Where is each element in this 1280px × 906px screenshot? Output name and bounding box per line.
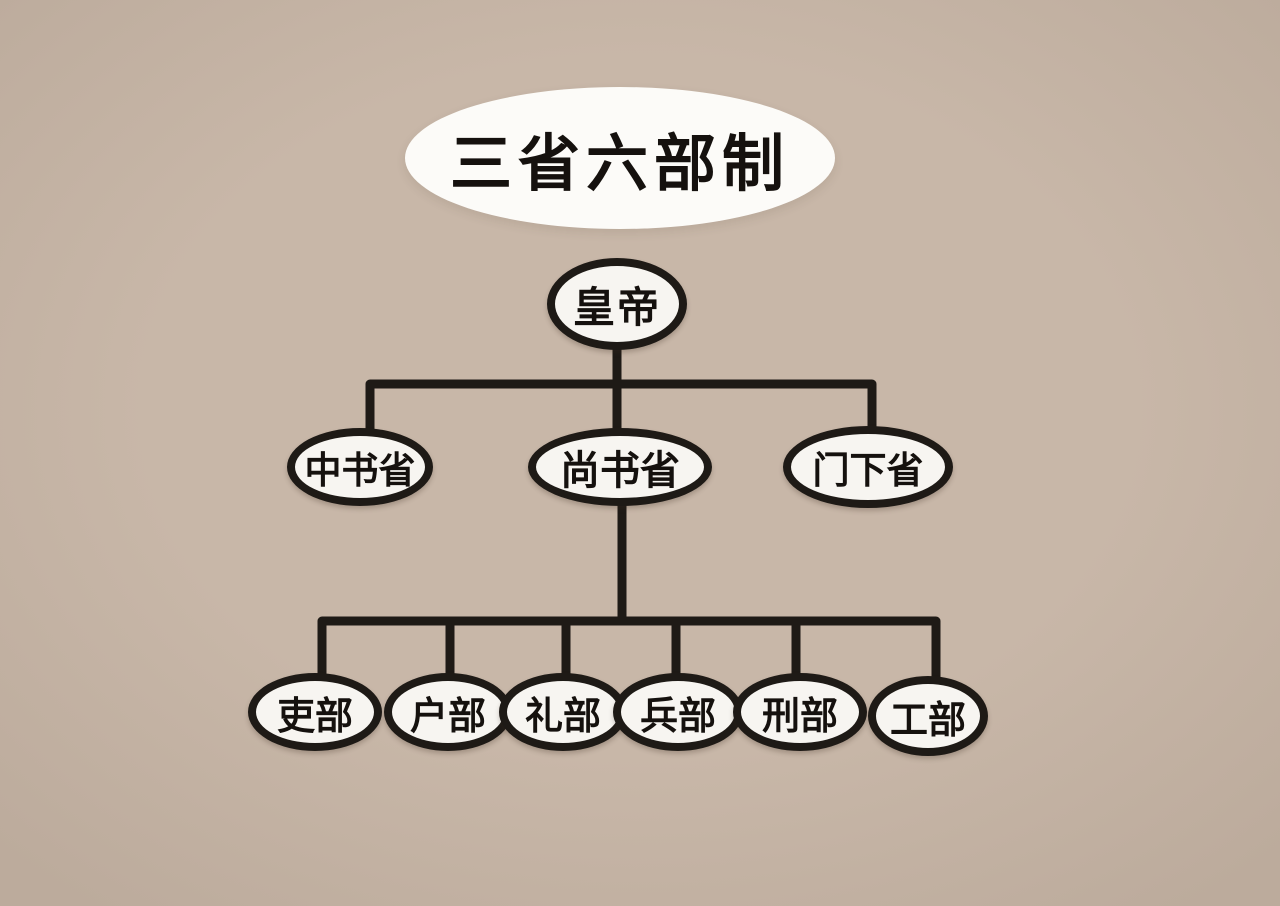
node-emperor: 皇帝	[547, 258, 687, 350]
node-ministry-personnel: 吏部	[248, 673, 382, 751]
departments-bracket	[365, 379, 877, 432]
node-shangshu-sheng: 尚书省	[528, 428, 712, 506]
node-ministry-rites: 礼部	[499, 673, 627, 751]
node-ministry-revenue: 户部	[384, 673, 512, 751]
node-zhongshu-sheng: 中书省	[287, 428, 433, 506]
ministries-bracket	[317, 616, 941, 686]
node-ministry-justice: 刑部	[733, 673, 867, 751]
node-menxia-sheng: 门下省	[783, 426, 953, 508]
node-ministry-war: 兵部	[613, 673, 743, 751]
node-ministry-works: 工部	[868, 676, 988, 756]
diagram-title: 三省六部制	[405, 87, 835, 229]
